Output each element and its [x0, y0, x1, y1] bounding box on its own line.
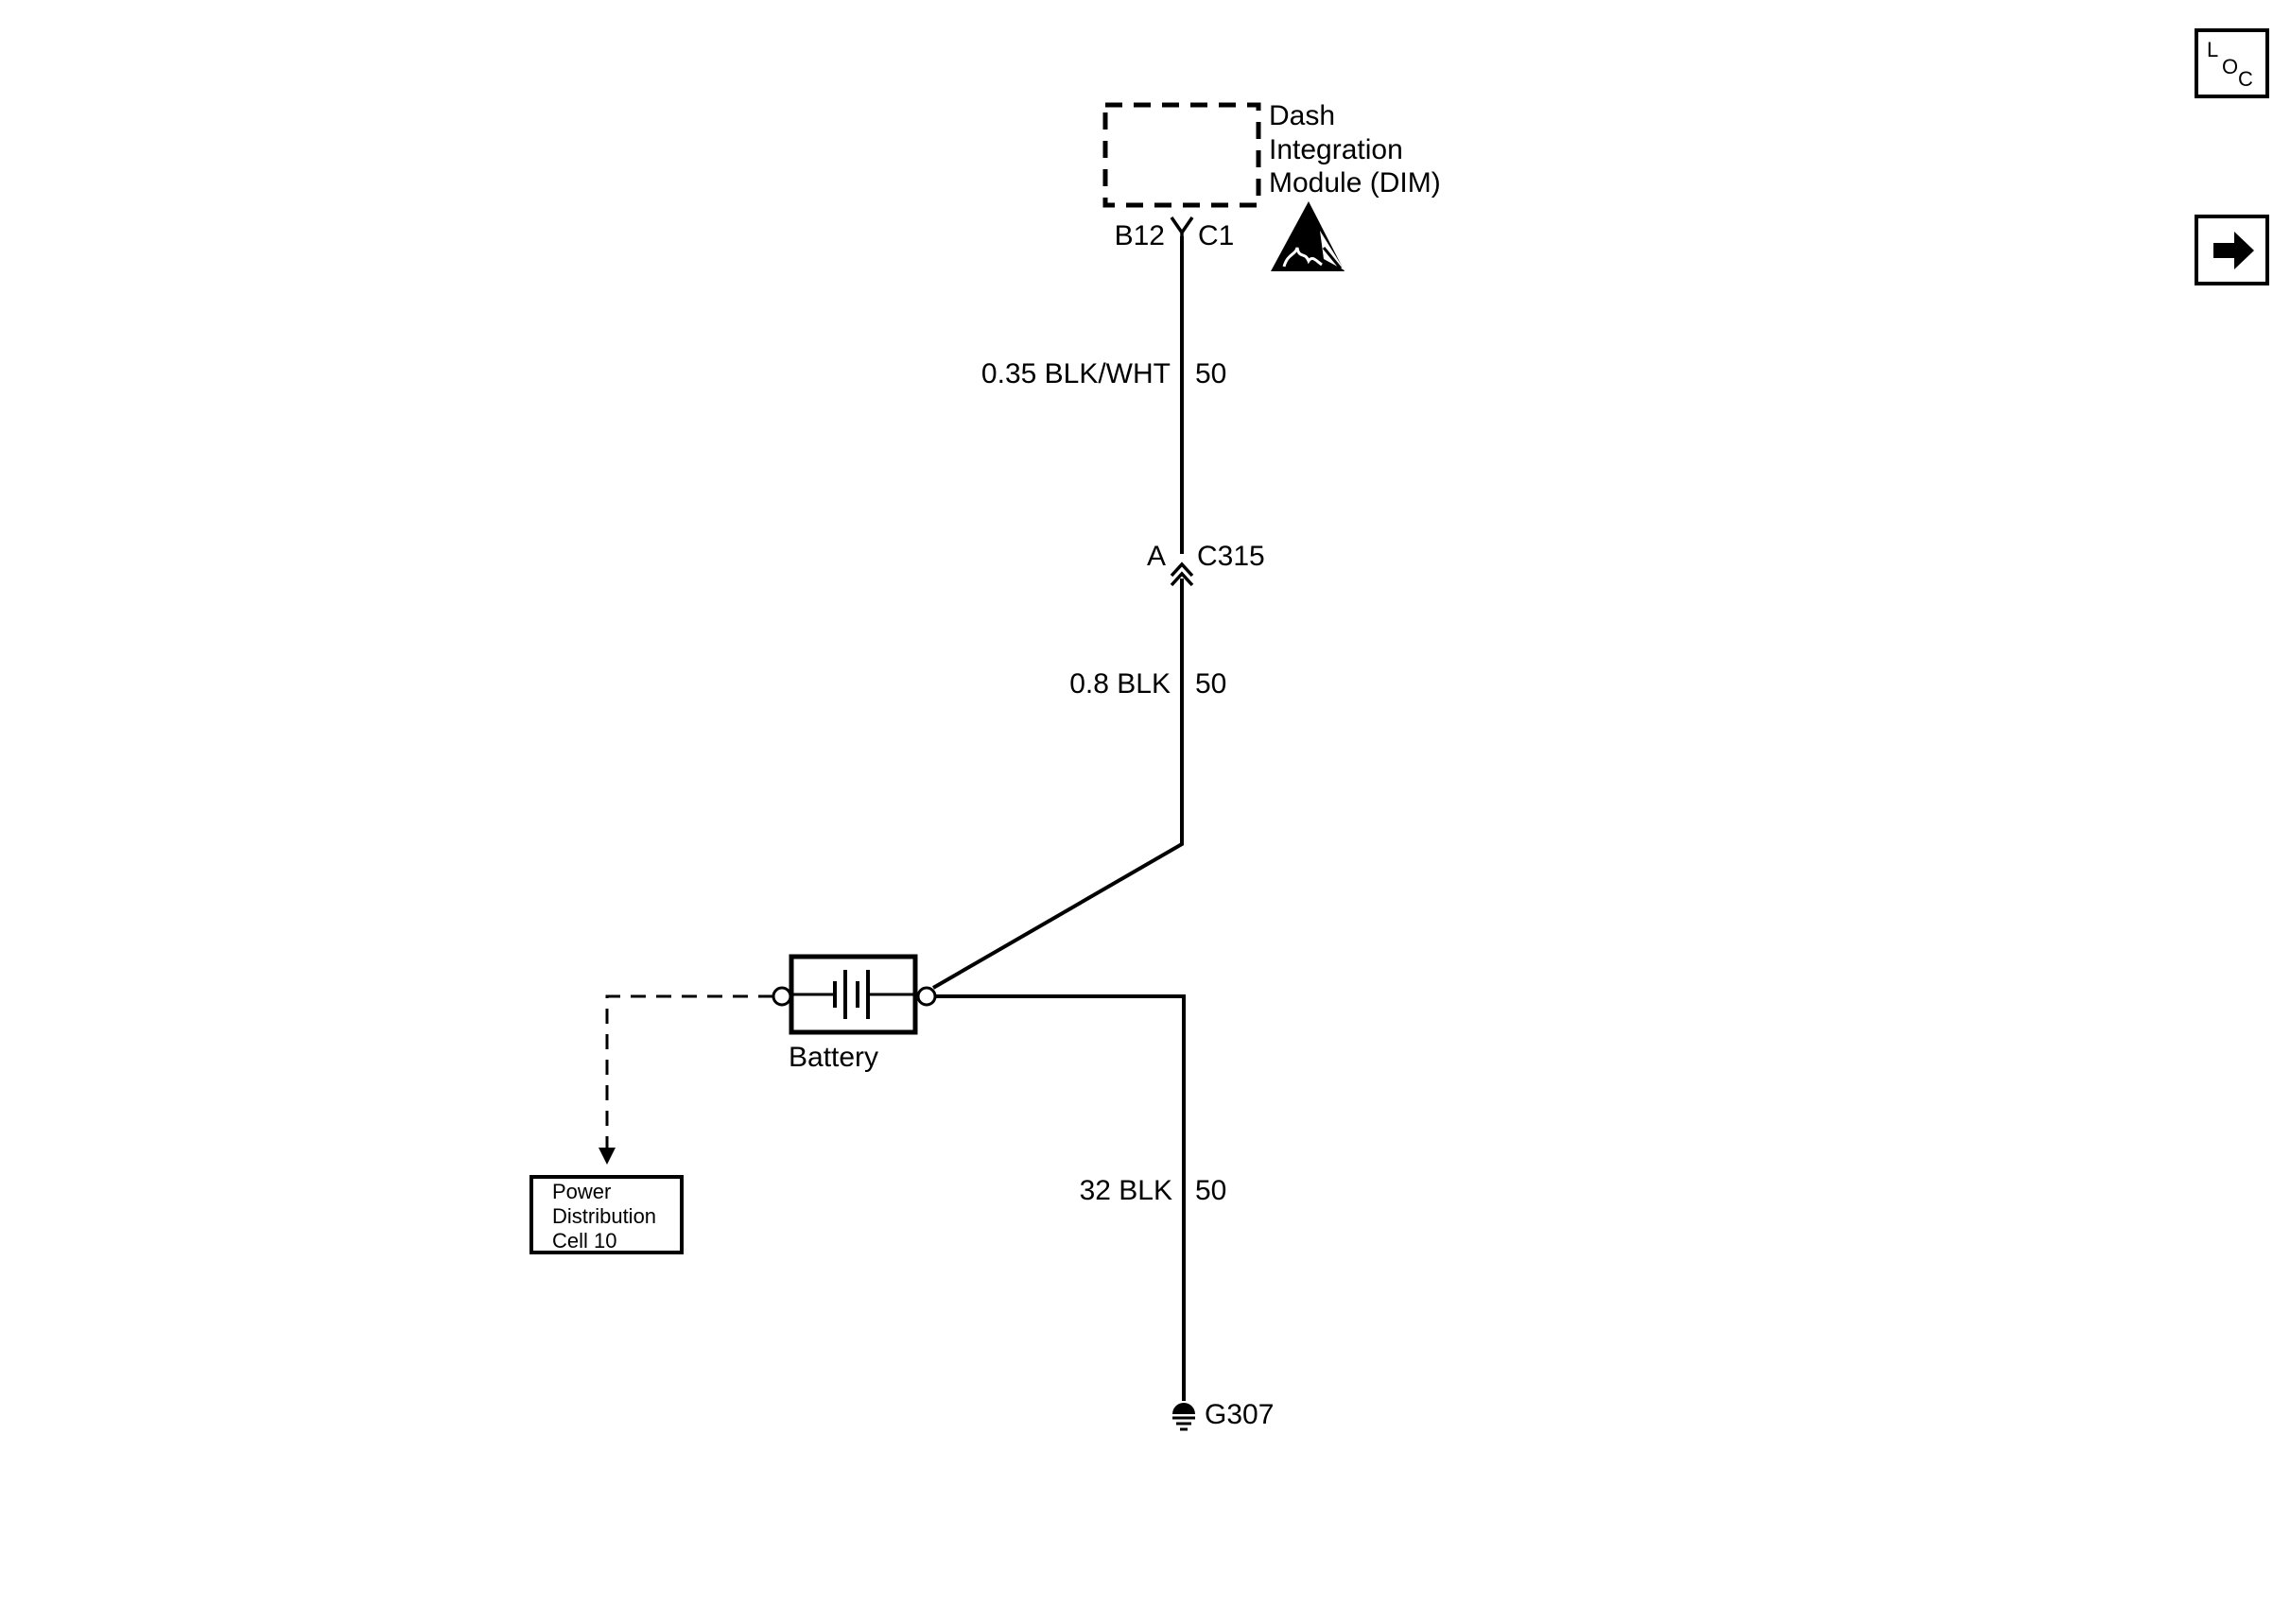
component-locator-icon — [2195, 28, 2269, 98]
loc-letter-l: L — [2207, 38, 2218, 61]
reference-line2: Distribution — [552, 1204, 656, 1228]
wire-c315-to-battery-circuit: 50 — [1195, 668, 1226, 700]
dim-module-box — [1102, 102, 1261, 208]
ground-label: G307 — [1205, 1399, 1274, 1430]
wire-battery-to-ground-gauge: 32 BLK — [1080, 1175, 1172, 1206]
ground-icon — [1172, 1403, 1195, 1431]
wire-battery-to-ground — [935, 994, 1186, 1401]
dim-name-line2: Integration — [1269, 134, 1403, 165]
loc-letter-o: O — [2222, 55, 2238, 78]
dim-pin-label: B12 — [1115, 220, 1165, 251]
wire-dim-to-c315-circuit: 50 — [1195, 358, 1226, 389]
dim-connector-label: C1 — [1198, 220, 1234, 251]
dim-name-line3: Module (DIM) — [1269, 167, 1441, 199]
power-distribution-reference[interactable]: Power Distribution Cell 10 — [529, 1175, 684, 1254]
wire-dim-to-c315-gauge: 0.35 BLK/WHT — [981, 358, 1171, 389]
battery-symbol — [789, 954, 918, 1035]
wire-battery-to-ground-circuit: 50 — [1195, 1175, 1226, 1206]
dim-terminal — [1170, 216, 1194, 238]
wire-c315-to-battery — [931, 579, 1184, 990]
next-page-button[interactable] — [2195, 215, 2269, 285]
reference-line1: Power — [552, 1180, 611, 1203]
dim-name-line1: Dash — [1269, 100, 1335, 131]
reference-line3: Cell 10 — [552, 1229, 616, 1253]
battery-label: Battery — [789, 1042, 878, 1073]
reference-arrow-icon — [599, 1148, 616, 1165]
esd-warning-icon — [1271, 201, 1345, 271]
battery-positive-terminal — [916, 986, 937, 1007]
c315-connector-symbol — [1170, 561, 1194, 587]
loc-letter-c: C — [2238, 67, 2253, 91]
reference-dashed-line — [605, 994, 773, 1148]
battery-negative-terminal — [772, 986, 792, 1007]
component-locator-button[interactable]: L O C — [2195, 28, 2269, 98]
wire-c315-to-battery-gauge: 0.8 BLK — [1069, 668, 1171, 700]
right-arrow-icon — [2213, 232, 2254, 269]
c315-pin-label: A — [1147, 541, 1166, 572]
c315-connector-label: C315 — [1197, 541, 1265, 572]
